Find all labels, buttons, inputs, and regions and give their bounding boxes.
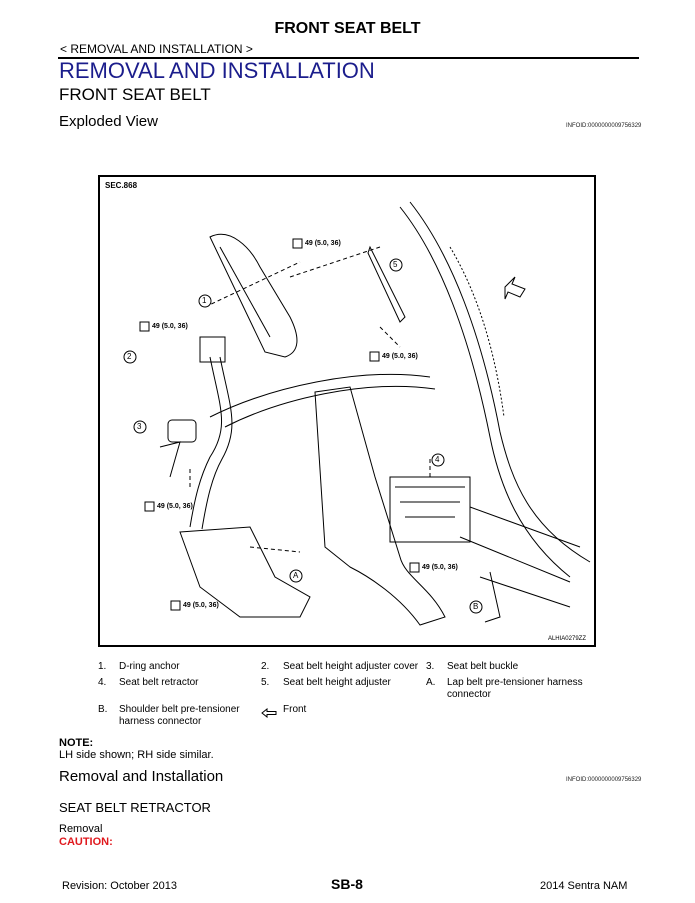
callout-4: 4 xyxy=(435,455,440,464)
torque-label: 49 (5.0, 36) xyxy=(305,240,341,247)
page-number: SB-8 xyxy=(331,876,363,892)
torque-label: 49 (5.0, 36) xyxy=(152,323,188,330)
footer-model: 2014 Sentra NAM xyxy=(540,880,628,892)
torque-label: 49 (5.0, 36) xyxy=(183,602,219,609)
legend-num: 3. xyxy=(426,661,435,672)
legend-text: Seat belt buckle xyxy=(447,661,519,672)
legend-num: B. xyxy=(98,704,108,715)
legend-num: 1. xyxy=(98,661,107,672)
legend-num: A. xyxy=(426,677,436,688)
legend-text: Shoulder belt pre-tensioner harness conn… xyxy=(119,704,240,727)
document-title: FRONT SEAT BELT xyxy=(274,20,421,37)
front-arrow-icon xyxy=(261,705,277,723)
header-rule xyxy=(58,57,639,59)
callout-3: 3 xyxy=(137,422,142,431)
removal-heading: Removal and Installation xyxy=(59,768,224,785)
legend-text: Seat belt height adjuster xyxy=(283,677,391,688)
seat-belt-illustration xyxy=(123,201,591,626)
legend-num: 5. xyxy=(261,677,270,688)
callout-2: 2 xyxy=(127,352,132,361)
exploded-view-info-id: INFOID:0000000009756329 xyxy=(566,123,642,129)
note-label: NOTE: xyxy=(59,737,94,749)
legend-text: D-ring anchor xyxy=(119,661,180,672)
callout-b: B xyxy=(473,602,479,611)
removal-step-label: Removal xyxy=(59,823,103,835)
callout-1: 1 xyxy=(202,296,207,305)
exploded-view-heading: Exploded View xyxy=(59,113,158,130)
callout-5: 5 xyxy=(393,260,398,269)
legend-text: Seat belt retractor xyxy=(119,677,199,688)
legend-num: 4. xyxy=(98,677,107,688)
section-label: SEC.868 xyxy=(105,181,138,190)
legend-text: Front xyxy=(283,704,307,715)
legend-num: 2. xyxy=(261,661,270,672)
figure-code: ALHIA0279ZZ xyxy=(547,636,586,642)
torque-label: 49 (5.0, 36) xyxy=(422,564,458,571)
section-title: REMOVAL AND INSTALLATION xyxy=(59,58,375,83)
breadcrumb: < REMOVAL AND INSTALLATION > xyxy=(60,42,253,56)
legend-text: Lap belt pre-tensioner harness connector xyxy=(447,677,583,700)
callout-a: A xyxy=(293,571,299,580)
torque-label: 49 (5.0, 36) xyxy=(157,503,193,510)
exploded-view-figure: SEC.868 1 2 3 4 5 A B 49 (5.0, 36) 49 (5… xyxy=(98,175,596,647)
footer-revision: Revision: October 2013 xyxy=(62,880,177,892)
torque-label: 49 (5.0, 36) xyxy=(382,353,418,360)
caution-label: CAUTION: xyxy=(59,836,113,848)
sub-title: FRONT SEAT BELT xyxy=(59,85,211,104)
note-text: LH side shown; RH side similar. xyxy=(59,749,214,761)
retractor-subheading: SEAT BELT RETRACTOR xyxy=(59,800,211,815)
removal-info-id: INFOID:0000000009756329 xyxy=(566,777,642,783)
legend-text: Seat belt height adjuster cover xyxy=(283,661,419,672)
